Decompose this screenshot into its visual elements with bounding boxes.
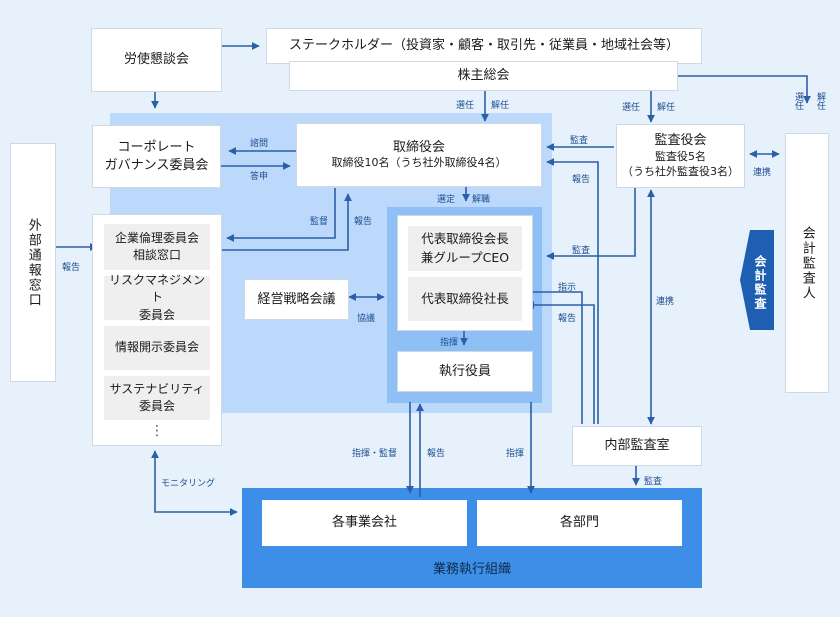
stakeholders-box: ステークホルダー（投資家・顧客・取引先・従業員・地域社会等） [266,28,702,64]
executive-officers-box: 執行役員 [397,351,533,392]
accounting-audit-tag [740,230,774,330]
sustainability-committee-line1: サステナビリティ [109,381,205,396]
risk-committee-box: リスクマネジメント 委員会 [104,273,210,322]
accounting-audit-tag-label: 会計監査 [753,255,767,311]
committees-ellipsis: ⋮ [150,423,164,439]
label-cooperate-internal: 連携 [656,297,675,307]
label-direct-departments: 指揮 [506,449,525,459]
strategy-meeting-label: 経営戦略会議 [257,291,336,307]
ethics-committee-line2: 相談窓口 [132,248,181,262]
group-companies-label: 各事業会社 [331,515,397,531]
chairman-ceo-line2: 兼グループCEO [420,249,510,265]
risk-committee-line1: リスクマネジメント [108,272,205,305]
disclosure-committee-box: 情報開示委員会 [104,326,210,370]
stakeholders-label: ステークホルダー（投資家・顧客・取引先・従業員・地域社会等） [288,38,679,54]
label-direct-supervise: 指揮・監督 [352,449,398,459]
departments-box: 各部門 [477,500,682,546]
label-consult: 諮問 [250,139,269,149]
audit-board-sub1: 監査役5名 [655,149,706,163]
label-instruct: 指示 [558,283,577,293]
executive-officers-label: 執行役員 [438,363,491,379]
business-org-label: 業務執行組織 [432,562,511,577]
shareholders-meeting-label: 株主総会 [457,68,510,84]
label-dismiss-exec: 解職 [472,195,491,205]
label-report-companies: 報告 [427,449,446,459]
label-audit-org: 監査 [644,477,663,487]
audit-board-sub2: （うち社外監査役3名） [622,164,739,178]
sustainability-committee-box: サステナビリティ 委員会 [104,376,210,420]
label-cooperate-auditor: 連携 [753,168,772,178]
labor-council-label: 労使懇談会 [123,52,189,68]
departments-label: 各部門 [559,515,599,531]
group-companies-box: 各事業会社 [262,500,467,546]
board-of-directors-box: 取締役会 取締役10名（うち社外取締役4名） [296,123,542,187]
label-report-committee: 報告 [354,217,373,227]
label-audit-exec: 監査 [572,246,591,256]
ethics-committee-box: 企業倫理委員会 相談窓口 [104,224,210,270]
label-elect-accounting-auditor: 選任 [793,92,803,110]
label-report-hotline: 報告 [62,263,81,273]
label-report-internal-to-president: 報告 [558,314,577,324]
president-label: 代表取締役社長 [421,290,509,306]
labor-council-box: 労使懇談会 [91,28,222,92]
governance-committee-box: コーポレート ガバナンス委員会 [92,125,221,188]
disclosure-committee-label: 情報開示委員会 [114,340,199,355]
label-audit-board: 監査 [570,136,589,146]
board-title: 取締役会 [392,139,445,155]
accounting-auditor-box: 会計監査人 [785,133,829,393]
label-dismiss-audit-board: 解任 [657,103,676,113]
internal-audit-box: 内部監査室 [572,426,702,466]
label-monitoring: モニタリング [161,479,216,489]
president-box: 代表取締役社長 [408,277,522,321]
accounting-auditor-label: 会計監査人 [799,225,815,301]
external-hotline-box: 外部通報窓口 [10,143,56,382]
label-elect-board-1: 選任 [456,101,475,111]
label-report-internal-to-board: 報告 [572,175,591,185]
label-report-back: 答申 [250,172,269,182]
audit-board-title: 監査役会 [654,133,707,149]
governance-committee-line1: コーポレート [117,139,196,155]
label-direct-exec: 指揮 [440,338,459,348]
label-elect-audit-board: 選任 [622,103,641,113]
internal-audit-label: 内部監査室 [604,438,670,454]
external-hotline-label: 外部通報窓口 [25,217,41,308]
label-dismiss-board-1: 解任 [491,101,510,111]
risk-committee-line2: 委員会 [138,307,175,322]
ethics-committee-line1: 企業倫理委員会 [114,230,199,245]
label-appoint: 選定 [437,195,456,205]
board-subtitle: 取締役10名（うち社外取締役4名） [331,156,507,170]
chairman-ceo-box: 代表取締役会長 兼グループCEO [408,226,522,271]
chairman-ceo-line1: 代表取締役会長 [421,231,509,247]
label-dismiss-accounting-auditor: 解任 [815,92,825,110]
sustainability-committee-line2: 委員会 [138,399,175,413]
label-supervise: 監督 [310,217,329,227]
governance-committee-line2: ガバナンス委員会 [104,157,209,173]
label-collaborate: 協議 [357,314,376,324]
strategy-meeting-box: 経営戦略会議 [244,279,349,320]
shareholders-meeting-box: 株主総会 [289,61,678,91]
audit-board-box: 監査役会 監査役5名 （うち社外監査役3名） [616,124,745,188]
